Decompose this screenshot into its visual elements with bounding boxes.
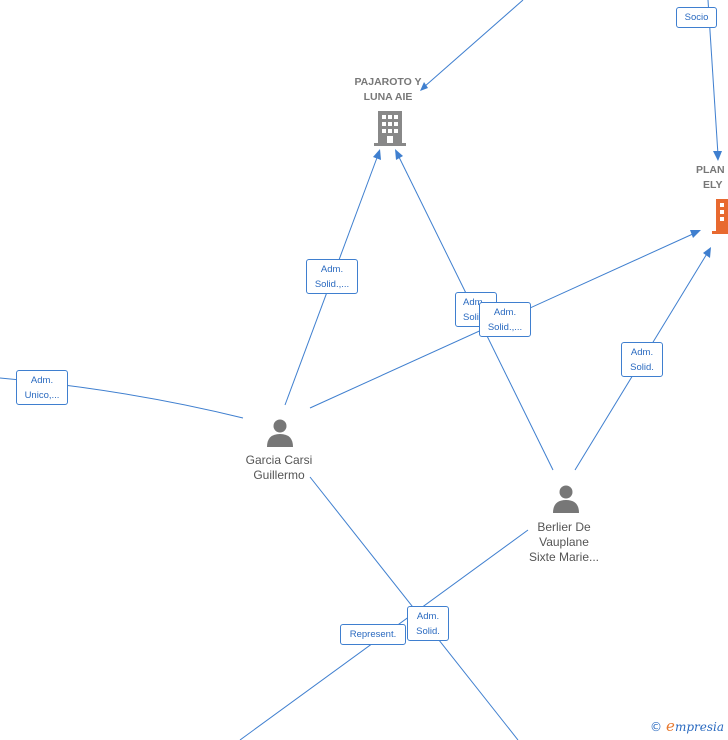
arrowhead bbox=[420, 82, 428, 91]
brand-watermark: ©empresia bbox=[650, 717, 724, 735]
company-plan-name[interactable]: PLAN ELY bbox=[696, 164, 725, 191]
arrowhead bbox=[395, 149, 403, 160]
building-icon[interactable] bbox=[373, 110, 407, 146]
person-garcia-name[interactable]: Garcia Carsi Guillermo bbox=[245, 453, 313, 482]
edge-label-garcia-plan[interactable]: Adm. Solid.,... bbox=[479, 302, 531, 337]
edge-label-garcia-left[interactable]: Adm. Unico,... bbox=[16, 370, 68, 405]
edge-label-socio[interactable]: Socio bbox=[676, 7, 717, 28]
building-icon[interactable] bbox=[711, 198, 728, 234]
person-icon[interactable] bbox=[551, 484, 581, 514]
person-icon[interactable] bbox=[265, 418, 295, 448]
edge-label-garcia-bottom[interactable]: Adm. Solid. bbox=[407, 606, 449, 641]
edge-label-berlier-plan[interactable]: Adm. Solid. bbox=[621, 342, 663, 377]
company-pajaroto-name[interactable]: PAJAROTO Y LUNA AIE bbox=[354, 76, 422, 103]
arrowhead bbox=[690, 230, 701, 238]
edge-label-berlier-bottom[interactable]: Represent. bbox=[340, 624, 406, 645]
arrowhead bbox=[373, 149, 381, 160]
edge-label-garcia-pajaroto[interactable]: Adm. Solid.,... bbox=[306, 259, 358, 294]
person-berlier-name[interactable]: Berlier De Vauplane Sixte Marie... bbox=[528, 520, 600, 564]
arrowhead bbox=[713, 151, 722, 161]
arrowhead bbox=[703, 247, 711, 258]
edge-top-to-pajaroto bbox=[423, 0, 524, 88]
